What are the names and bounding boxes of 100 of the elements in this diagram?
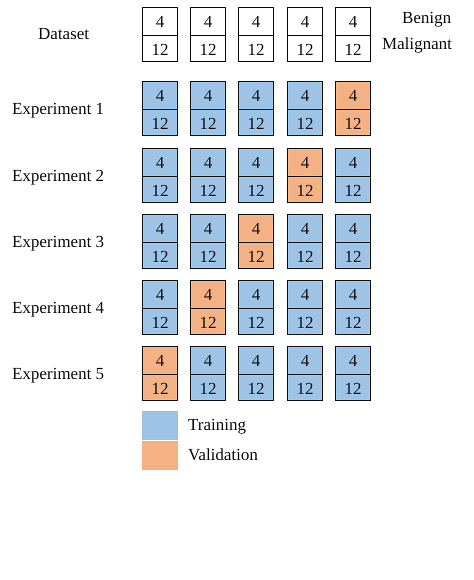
fold-box xyxy=(142,280,178,335)
sample-count: 12 xyxy=(296,312,314,334)
sample-count: 12 xyxy=(246,246,266,268)
row-label: Experiment 5 xyxy=(12,364,104,384)
sample-count: 12 xyxy=(150,378,170,400)
sample-count: 12 xyxy=(150,312,170,334)
fold-box xyxy=(190,148,226,203)
sample-count: 4 xyxy=(191,8,225,36)
sample-count: 12 xyxy=(198,312,218,334)
fold-box xyxy=(287,148,323,203)
row-label: Experiment 4 xyxy=(12,298,104,318)
fold-box xyxy=(287,280,323,335)
fold-box xyxy=(238,148,274,203)
fold-box xyxy=(238,7,274,62)
sample-count: 12 xyxy=(344,378,362,400)
sample-count: 4 xyxy=(143,347,177,375)
sample-count: 4 xyxy=(336,347,370,375)
fold-box xyxy=(335,148,371,203)
fold-box xyxy=(142,346,178,401)
sample-count: 12 xyxy=(296,180,314,202)
sample-count: 4 xyxy=(143,281,177,309)
sample-count: 4 xyxy=(288,82,322,110)
sample-count: 4 xyxy=(239,281,273,309)
sample-count: 12 xyxy=(344,246,362,268)
sample-count: 4 xyxy=(239,8,273,36)
sample-count: 4 xyxy=(288,149,322,177)
fold-box xyxy=(142,7,178,62)
fold-box xyxy=(190,214,226,269)
fold-box xyxy=(287,7,323,62)
sample-count: 12 xyxy=(296,246,314,268)
fold-box xyxy=(190,81,226,136)
sample-count: 4 xyxy=(239,149,273,177)
fold-box xyxy=(287,81,323,136)
class-label: Malignant xyxy=(382,34,452,54)
sample-count: 4 xyxy=(336,82,370,110)
sample-count: 12 xyxy=(198,378,218,400)
sample-count: 12 xyxy=(150,246,170,268)
sample-count: 12 xyxy=(344,312,362,334)
fold-box xyxy=(287,346,323,401)
sample-count: 12 xyxy=(198,246,218,268)
class-label: Benign xyxy=(402,8,452,28)
sample-count: 12 xyxy=(344,180,362,202)
sample-count: 12 xyxy=(296,113,314,135)
sample-count: 12 xyxy=(246,180,266,202)
legend-label: Training xyxy=(188,415,246,435)
fold-box xyxy=(190,280,226,335)
fold-box xyxy=(142,148,178,203)
fold-box xyxy=(335,280,371,335)
sample-count: 12 xyxy=(344,113,362,135)
fold-box xyxy=(238,81,274,136)
sample-count: 4 xyxy=(336,8,370,36)
sample-count: 4 xyxy=(191,215,225,243)
sample-count: 12 xyxy=(150,39,170,61)
sample-count: 4 xyxy=(143,149,177,177)
sample-count: 4 xyxy=(239,82,273,110)
sample-count: 12 xyxy=(198,39,218,61)
row-label: Experiment 2 xyxy=(12,166,104,186)
sample-count: 4 xyxy=(191,281,225,309)
sample-count: 4 xyxy=(336,215,370,243)
row-label: Experiment 1 xyxy=(12,99,104,119)
fold-box xyxy=(238,214,274,269)
sample-count: 4 xyxy=(336,149,370,177)
fold-box xyxy=(238,280,274,335)
legend-label: Validation xyxy=(188,445,258,465)
sample-count: 12 xyxy=(246,39,266,61)
fold-box xyxy=(335,81,371,136)
sample-count: 12 xyxy=(296,378,314,400)
sample-count: 4 xyxy=(288,347,322,375)
sample-count: 4 xyxy=(191,149,225,177)
sample-count: 4 xyxy=(288,281,322,309)
sample-count: 4 xyxy=(143,215,177,243)
fold-box xyxy=(335,214,371,269)
sample-count: 12 xyxy=(246,113,266,135)
sample-count: 12 xyxy=(198,180,218,202)
row-label: Experiment 3 xyxy=(12,232,104,252)
sample-count: 4 xyxy=(336,281,370,309)
sample-count: 4 xyxy=(191,82,225,110)
sample-count: 4 xyxy=(288,215,322,243)
fold-box xyxy=(190,346,226,401)
sample-count: 12 xyxy=(246,312,266,334)
sample-count: 12 xyxy=(296,39,314,61)
sample-count: 4 xyxy=(288,8,322,36)
sample-count: 4 xyxy=(143,82,177,110)
sample-count: 4 xyxy=(191,347,225,375)
sample-count: 12 xyxy=(344,39,362,61)
sample-count: 12 xyxy=(150,113,170,135)
fold-box xyxy=(335,7,371,62)
sample-count: 12 xyxy=(246,378,266,400)
fold-box xyxy=(142,214,178,269)
sample-count: 12 xyxy=(150,180,170,202)
row-label: Dataset xyxy=(38,24,89,44)
sample-count: 4 xyxy=(239,347,273,375)
fold-box xyxy=(287,214,323,269)
fold-box xyxy=(335,346,371,401)
fold-box xyxy=(142,81,178,136)
fold-box xyxy=(190,7,226,62)
sample-count: 4 xyxy=(143,8,177,36)
sample-count: 12 xyxy=(198,113,218,135)
fold-box xyxy=(238,346,274,401)
sample-count: 4 xyxy=(239,215,273,243)
